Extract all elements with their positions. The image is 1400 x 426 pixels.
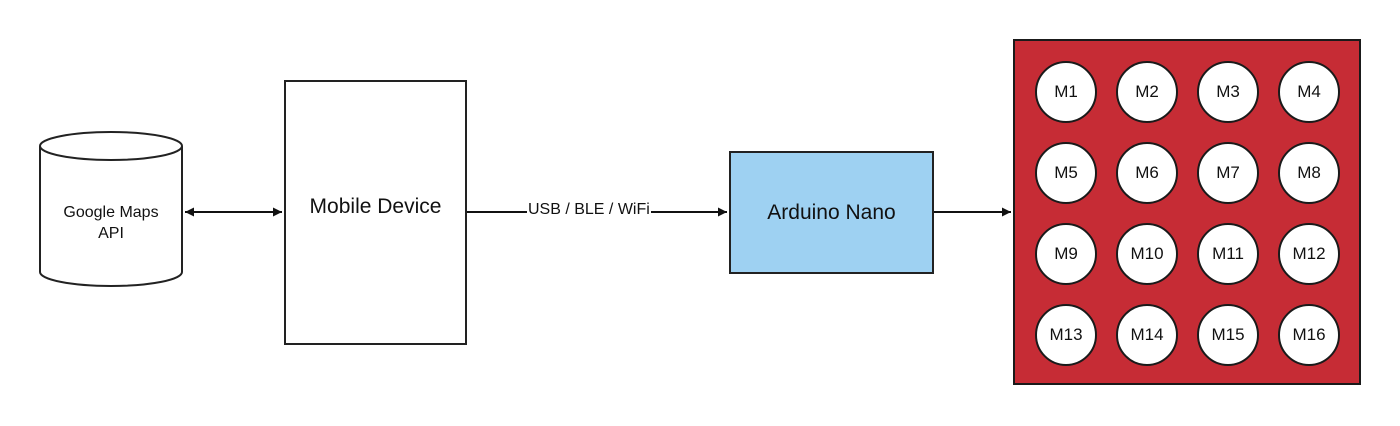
motor-m16: M16 <box>1278 304 1340 366</box>
motor-m7: M7 <box>1197 142 1259 204</box>
motor-m15: M15 <box>1197 304 1259 366</box>
motor-m6: M6 <box>1116 142 1178 204</box>
motor-m4: M4 <box>1278 61 1340 123</box>
mobile-device-label: Mobile Device <box>309 194 442 218</box>
connection-label: USB / BLE / WiFi <box>527 200 651 220</box>
motor-m3: M3 <box>1197 61 1259 123</box>
motor-m13: M13 <box>1035 304 1097 366</box>
database-label: Google Maps API <box>40 202 182 244</box>
motor-m12: M12 <box>1278 223 1340 285</box>
motor-m2: M2 <box>1116 61 1178 123</box>
motor-m9: M9 <box>1035 223 1097 285</box>
mobile-device-node: Mobile Device <box>284 80 467 345</box>
database-label-line1: Google Maps <box>63 204 159 221</box>
motor-m1: M1 <box>1035 61 1097 123</box>
arduino-nano-node: Arduino Nano <box>729 151 934 274</box>
motor-m5: M5 <box>1035 142 1097 204</box>
database-cylinder <box>39 131 183 287</box>
motor-m14: M14 <box>1116 304 1178 366</box>
arduino-nano-label: Arduino Nano <box>767 200 896 224</box>
motor-m8: M8 <box>1278 142 1340 204</box>
database-label-line2: API <box>98 225 124 242</box>
motor-m10: M10 <box>1116 223 1178 285</box>
motor-m11: M11 <box>1197 223 1259 285</box>
